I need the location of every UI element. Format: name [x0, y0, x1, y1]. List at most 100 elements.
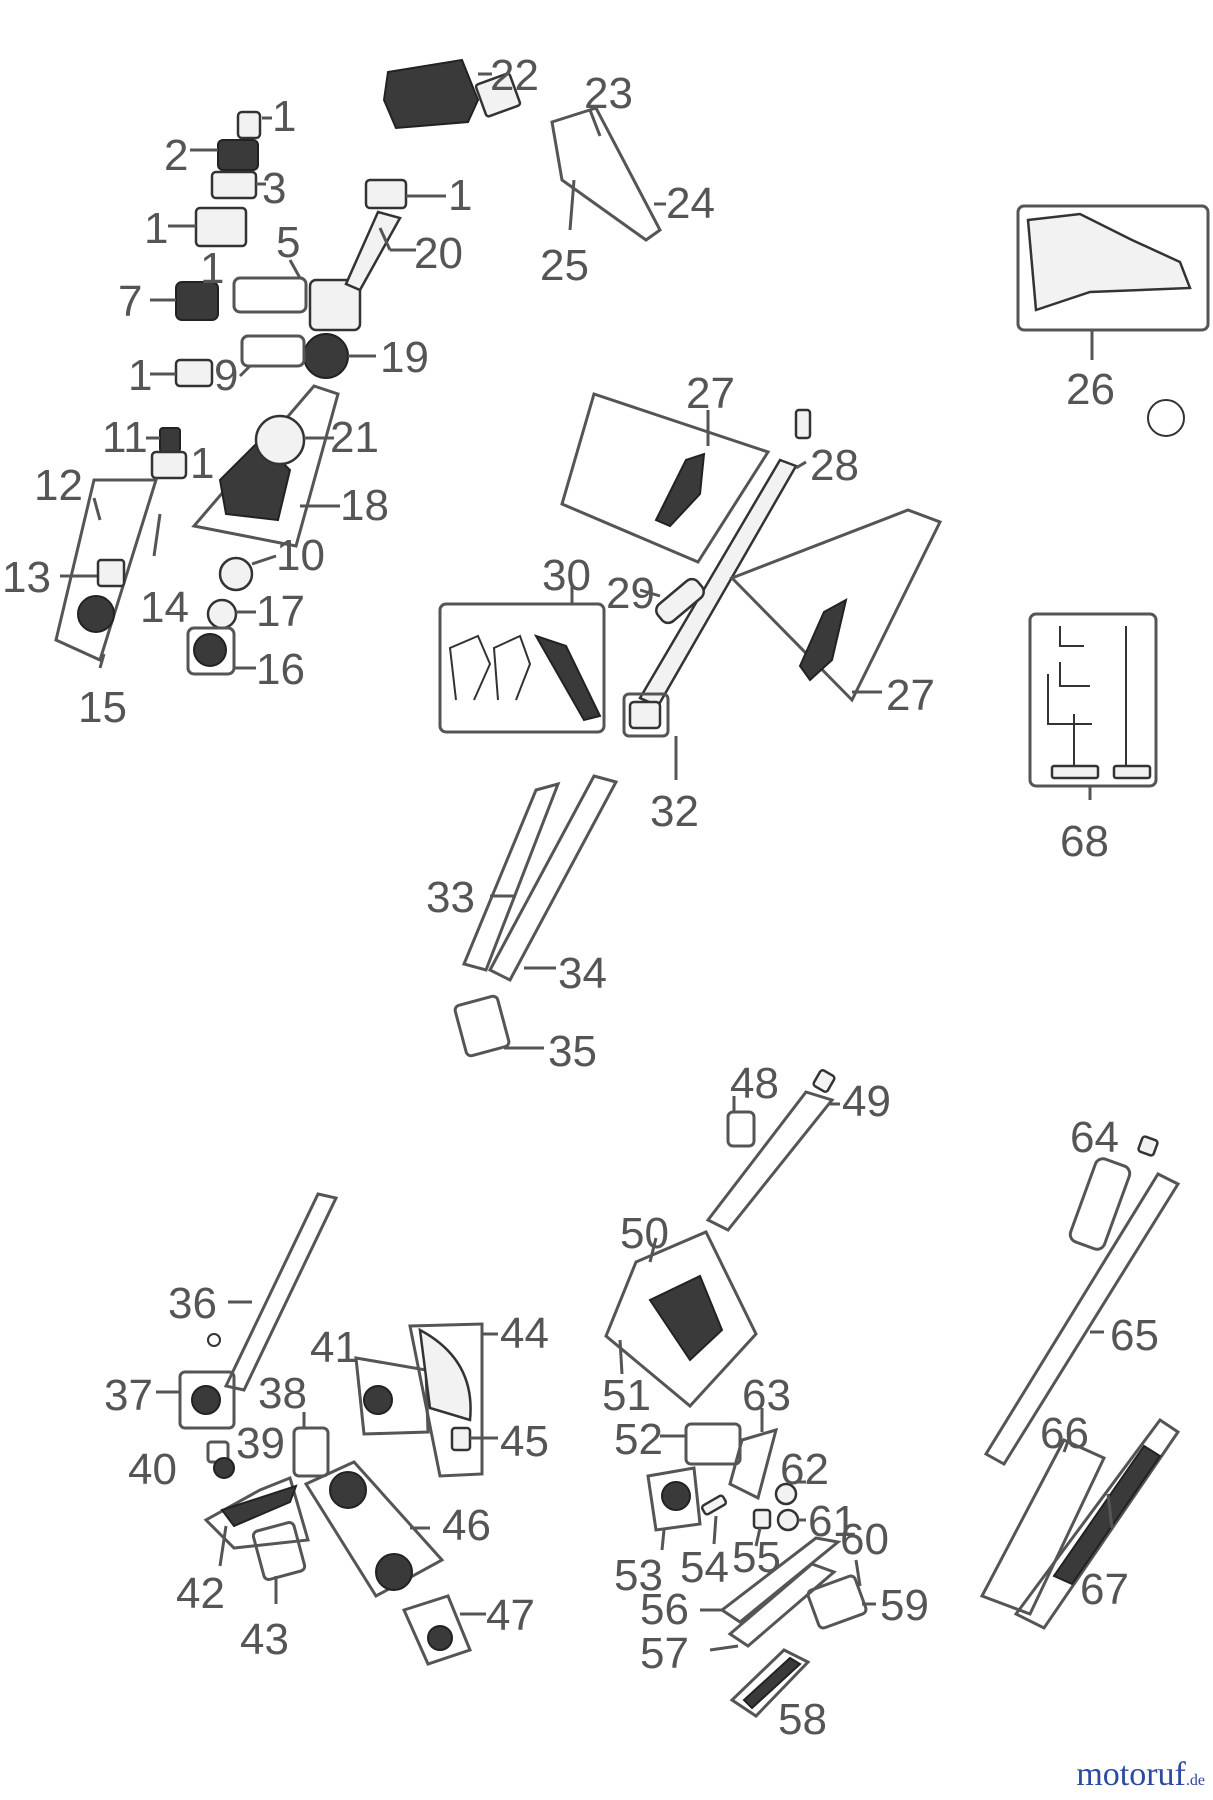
- brand-logo: motoruf.de: [1076, 1756, 1205, 1794]
- part-45-clip: [450, 1426, 472, 1452]
- label-28: 28: [810, 441, 859, 490]
- label-55: 55: [732, 1533, 781, 1582]
- label-57: 57: [640, 1629, 689, 1678]
- label-17: 17: [256, 587, 305, 636]
- label-14: 14: [140, 583, 189, 632]
- part-20-crankshaft: [344, 210, 402, 292]
- part-29-grip: [655, 577, 705, 625]
- label-30: 30: [542, 551, 591, 600]
- part-61-nut: [776, 1508, 800, 1532]
- part-49-cap: [812, 1069, 836, 1093]
- part-41-guard-mount: [363, 1385, 393, 1415]
- engine-group: [54, 58, 666, 676]
- label-12: 12: [34, 461, 83, 510]
- label-23: 23: [584, 69, 633, 118]
- label-1: 1: [448, 171, 472, 220]
- cylinder: [308, 278, 362, 332]
- label-27: 27: [886, 671, 935, 720]
- label-11: 11: [102, 413, 148, 462]
- label-49: 49: [842, 1077, 891, 1126]
- part-57-chain: [727, 1562, 837, 1648]
- label-56: 56: [640, 1585, 689, 1634]
- part-55-nut: [752, 1508, 772, 1530]
- part-1-gasket-b: [194, 206, 248, 248]
- part-32-coupler: [628, 700, 662, 730]
- part-34-tube: [487, 774, 619, 982]
- label-13: 13: [2, 553, 51, 602]
- label-1: 1: [200, 244, 224, 293]
- label-39: 39: [236, 1419, 285, 1468]
- part-47-bump: [427, 1625, 453, 1651]
- part-67-cutter: [1052, 1444, 1162, 1586]
- label-40: 40: [128, 1445, 177, 1494]
- part-22-engine-cover: [382, 58, 480, 130]
- label-54: 54: [680, 1543, 729, 1592]
- part-27-handle: [798, 598, 848, 682]
- label-3: 3: [262, 164, 286, 213]
- part-1-gasket-d: [174, 358, 214, 388]
- label-63: 63: [742, 1371, 791, 1420]
- label-65: 65: [1110, 1311, 1159, 1360]
- part-5-kit-box: [232, 276, 308, 314]
- part-41-box: [354, 1356, 430, 1436]
- label-21: 21: [330, 413, 379, 462]
- part-2-carburetor: [217, 139, 259, 171]
- label-34: 34: [558, 949, 607, 998]
- label-15: 15: [78, 683, 127, 732]
- part-54-pin: [700, 1494, 728, 1516]
- t-wrench-handle: [1050, 764, 1100, 780]
- part-46-spool: [329, 1471, 367, 1509]
- part-28-cap: [794, 408, 812, 440]
- part-49-tube: [705, 1090, 835, 1232]
- label-2: 2: [164, 131, 188, 180]
- label-1: 1: [190, 439, 214, 488]
- part-44-box: [408, 1322, 484, 1478]
- part-50-box: [604, 1230, 758, 1409]
- part-58-box: [729, 1648, 811, 1718]
- label-37: 37: [104, 1371, 153, 1420]
- label-36: 36: [168, 1279, 217, 1328]
- label-51: 51: [602, 1371, 651, 1420]
- label-41: 41: [310, 1323, 359, 1372]
- part-26-box: [1016, 204, 1210, 332]
- part-58-sheath: [742, 1656, 802, 1710]
- pole-saw-group: [604, 1069, 876, 1718]
- label-60: 60: [840, 1515, 889, 1564]
- label-27: 27: [686, 369, 735, 418]
- label-1: 1: [272, 92, 296, 141]
- part-67-box: [1013, 1417, 1181, 1630]
- label-43: 43: [240, 1615, 289, 1664]
- hex-key-1: [1059, 626, 1084, 647]
- label-7: 7: [118, 277, 142, 326]
- part-15-starter: [77, 595, 115, 633]
- label-26: 26: [1066, 365, 1115, 414]
- label-59: 59: [880, 1581, 929, 1630]
- label-47: 47: [486, 1591, 535, 1640]
- part-65-tube: [983, 1172, 1181, 1467]
- part-53-box: [646, 1466, 702, 1532]
- part-23-filter: [474, 72, 522, 118]
- part-19-flywheel: [303, 333, 349, 379]
- part-38-box: [292, 1426, 330, 1478]
- label-19: 19: [380, 333, 429, 382]
- part-56-bar: [719, 1536, 842, 1624]
- part-16-gear: [193, 633, 227, 667]
- part-28-shaft: [638, 458, 798, 708]
- part-64-grip: [1068, 1157, 1132, 1251]
- part-21-clutch: [254, 414, 306, 466]
- label-44: 44: [500, 1309, 549, 1358]
- label-42: 42: [176, 1569, 225, 1618]
- part-32-box: [622, 692, 670, 738]
- part-59-box: [806, 1574, 868, 1630]
- part-68-tools: [1028, 612, 1158, 800]
- label-18: 18: [340, 481, 389, 530]
- part-30-loop-a: [448, 634, 492, 701]
- part-46-box: [303, 1460, 445, 1598]
- shaft-group: [438, 392, 943, 1058]
- part-47-box: [401, 1594, 472, 1666]
- label-53: 53: [614, 1551, 663, 1600]
- part-26-harness: [1026, 212, 1192, 312]
- part-33-tube: [461, 781, 561, 972]
- part-number-labels: 1 2 3 1 5 7 1 22 1 20 23 24 25 9 19 1 21…: [2, 51, 1159, 1744]
